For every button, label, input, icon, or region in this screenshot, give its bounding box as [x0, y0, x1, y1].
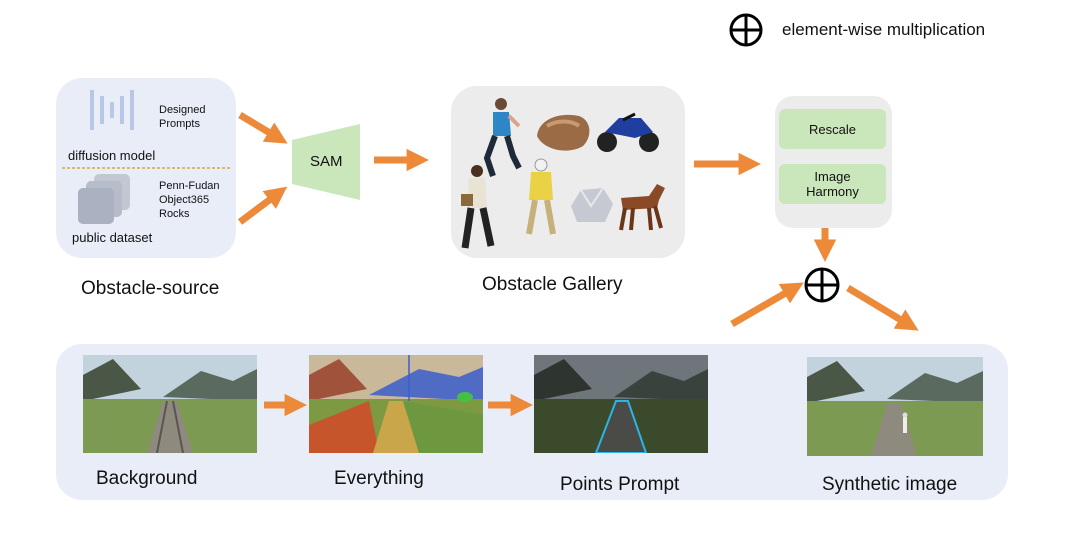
points-prompt-label: Points Prompt: [560, 474, 680, 495]
arrow-dataset-to-sam: [237, 186, 288, 225]
designed-label-line: Designed: [159, 104, 206, 116]
image-harmony-box: Image Harmony: [779, 164, 886, 204]
dataset-object365: Object365: [159, 194, 210, 206]
sam-label: SAM: [310, 153, 343, 170]
diffusion-model-label: diffusion model: [68, 148, 156, 163]
dataset-penn-fudan: Penn-Fudan: [159, 180, 220, 192]
harmony-label: Harmony: [806, 184, 859, 199]
everything-image: [309, 355, 483, 453]
arrow-pipeline-to-oplus: [730, 282, 804, 328]
dataset-stack-icon: [78, 174, 130, 224]
motorcycle-figure: [597, 112, 659, 152]
points-prompt-image: [534, 355, 708, 453]
synthetic-image: [807, 357, 983, 456]
oplus-icon: [729, 13, 763, 47]
rock-brown-figure: [537, 114, 590, 151]
obstacle-source-title: Obstacle-source: [81, 278, 220, 299]
dataset-names: Penn-Fudan Object365 Rocks: [159, 179, 220, 221]
synthetic-image-label: Synthetic image: [822, 474, 958, 495]
obstacle-gallery-panel: [451, 86, 685, 258]
runner-figure: [483, 98, 522, 177]
oplus-operator-icon: [804, 267, 840, 303]
diffusion-model-icon: [90, 90, 134, 130]
dashed-divider: [62, 167, 230, 169]
background-label: Background: [96, 468, 198, 489]
public-dataset-label: public dataset: [72, 230, 153, 245]
prompts-label-line: Prompts: [159, 118, 200, 130]
rescale-box: Rescale: [779, 109, 886, 149]
designed-prompts-label: Designed Prompts: [159, 103, 205, 131]
legend: element-wise multiplication: [728, 12, 1048, 48]
background-image: [83, 355, 257, 453]
obstacle-gallery-title: Obstacle Gallery: [482, 274, 623, 295]
horse-figure: [619, 184, 665, 231]
legend-text: element-wise multiplication: [782, 20, 986, 39]
obstacle-source-panel: Designed Prompts diffusion model Penn-Fu…: [56, 78, 236, 258]
everything-label: Everything: [334, 468, 424, 489]
worker-figure: [526, 158, 556, 235]
sam-block: [292, 124, 360, 200]
arrow-oplus-to-synthetic: [846, 285, 919, 331]
image-label: Image: [814, 169, 851, 184]
dataset-rocks: Rocks: [159, 208, 190, 220]
walking-person-figure: [461, 165, 495, 249]
arrow-prompts-to-sam: [238, 111, 288, 144]
rock-gray-figure: [571, 187, 613, 222]
augmentation-panel: Rescale Image Harmony: [775, 96, 892, 228]
rescale-label: Rescale: [809, 121, 856, 137]
